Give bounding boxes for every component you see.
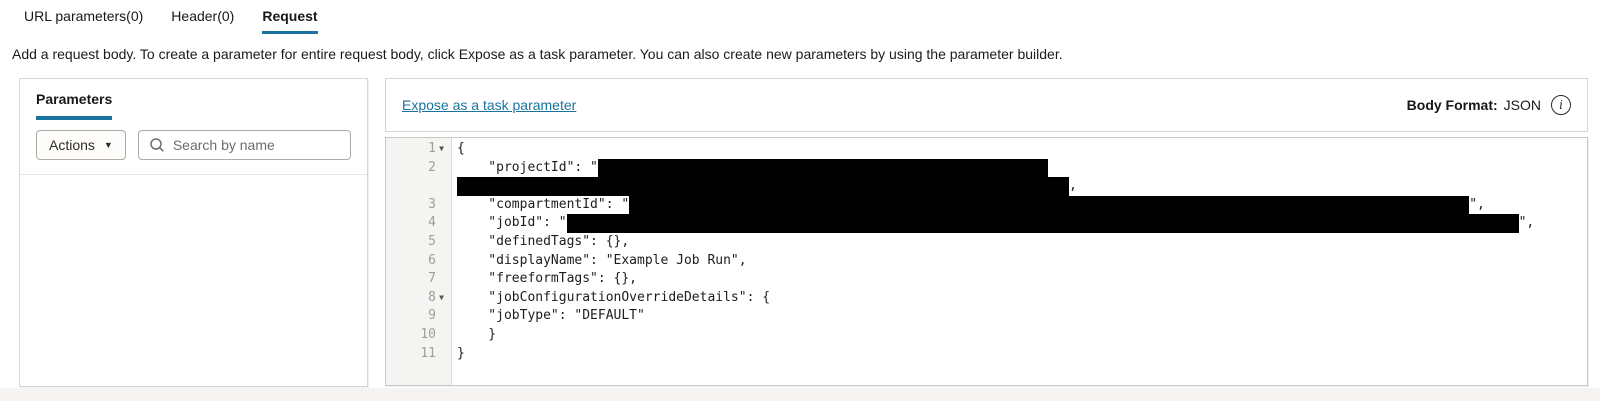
parameters-controls: Actions ▼ [36,130,351,160]
tab-request[interactable]: Request [262,8,318,34]
code-line-9: "jobType": "DEFAULT" [457,307,1587,326]
code-text: "projectId": " [457,159,598,175]
code-line-1: { [457,140,1587,159]
fold-arrow-icon[interactable]: ▼ [439,144,444,153]
code-line-8: "jobConfigurationOverrideDetails": { [457,289,1587,308]
editor-code-area[interactable]: { "projectId": ", "compartmentId": " ", "… [452,138,1587,385]
line-number: 11 [420,345,436,361]
code-line-11: } [457,345,1587,364]
line-number-row: 7 [386,270,451,289]
line-number: 4 [428,215,436,231]
code-line-4: "jobId": " ", [457,214,1587,233]
code-text: ", [1518,215,1535,231]
code-text: } [457,345,465,361]
code-line-3: "compartmentId": " ", [457,195,1587,215]
code-line-7: "freeformTags": {}, [457,270,1587,289]
line-number-row: 4 [386,214,451,233]
fold-arrow-icon[interactable]: ▼ [439,292,444,302]
tab-url-parameters[interactable]: URL parameters(0) [24,8,144,24]
line-number: 10 [420,326,436,342]
parameter-search-input[interactable] [172,137,340,153]
actions-button-label: Actions [49,137,95,153]
line-number-row: 8▼ [386,289,451,308]
info-icon[interactable]: i [1551,95,1571,115]
redaction-bar [597,158,1048,178]
body-format: Body Format: JSON i [1407,95,1571,115]
parameters-panel: Parameters Actions ▼ [19,78,368,387]
line-number-row [386,177,451,196]
line-number: 5 [428,233,436,249]
code-line-2: "projectId": " [457,158,1587,178]
code-text: { [457,141,465,156]
line-number-row: 11 [386,345,451,364]
line-number: 8 [428,289,436,305]
parameters-panel-header: Parameters Actions ▼ [20,79,367,175]
line-number: 2 [428,159,436,175]
code-text: "jobConfigurationOverrideDetails": { [457,289,771,305]
code-text: ", [1469,196,1485,212]
code-line-2-wrap: , [457,177,1587,196]
body-format-label: Body Format: [1406,97,1498,113]
code-line-10: } [457,326,1587,345]
code-line-6: "displayName": "Example Job Run", [457,252,1587,271]
line-number-row: 9 [386,307,451,326]
line-number-row: 2 [386,159,451,178]
code-text: "definedTags": {}, [457,233,630,249]
line-number-row: 1▼ [386,140,451,159]
code-text: "jobType": "DEFAULT" [457,308,645,324]
line-number: 1 [428,141,436,156]
line-number: 9 [428,308,436,324]
page-bottom-background [0,388,1600,401]
line-number-row: 3 [386,196,451,215]
expose-as-task-parameter-link[interactable]: Expose as a task parameter [402,97,577,113]
code-text: } [457,326,497,342]
line-number-row: 6 [386,252,451,271]
request-tab-bar: URL parameters(0) Header(0) Request [0,0,1600,34]
request-tab-content: Parameters Actions ▼ Expose as a task pa… [0,78,1600,387]
code-text: "jobId": " [457,215,567,231]
line-number: 6 [428,252,436,268]
body-format-value: JSON [1503,97,1541,113]
tab-header[interactable]: Header(0) [171,8,235,24]
line-number: 3 [428,196,436,212]
line-number-row: 10 [386,326,451,345]
line-number-row: 5 [386,233,451,252]
code-text: "displayName": "Example Job Run", [457,252,747,268]
redaction-bar [566,214,1519,233]
parameters-title: Parameters [36,91,113,120]
search-icon [150,138,164,152]
parameter-search-box[interactable] [137,130,351,160]
code-text: "compartmentId": " [457,196,630,212]
redaction-bar [629,195,1470,215]
actions-button[interactable]: Actions ▼ [36,130,126,160]
request-body-header: Expose as a task parameter Body Format: … [385,78,1588,132]
request-body-description: Add a request body. To create a paramete… [12,46,1063,62]
chevron-down-icon: ▼ [103,140,113,150]
redaction-bar [457,177,1069,196]
code-text: "freeformTags": {}, [457,271,638,287]
code-text: , [1069,178,1077,194]
code-line-5: "definedTags": {}, [457,233,1587,252]
line-number: 7 [428,271,436,287]
